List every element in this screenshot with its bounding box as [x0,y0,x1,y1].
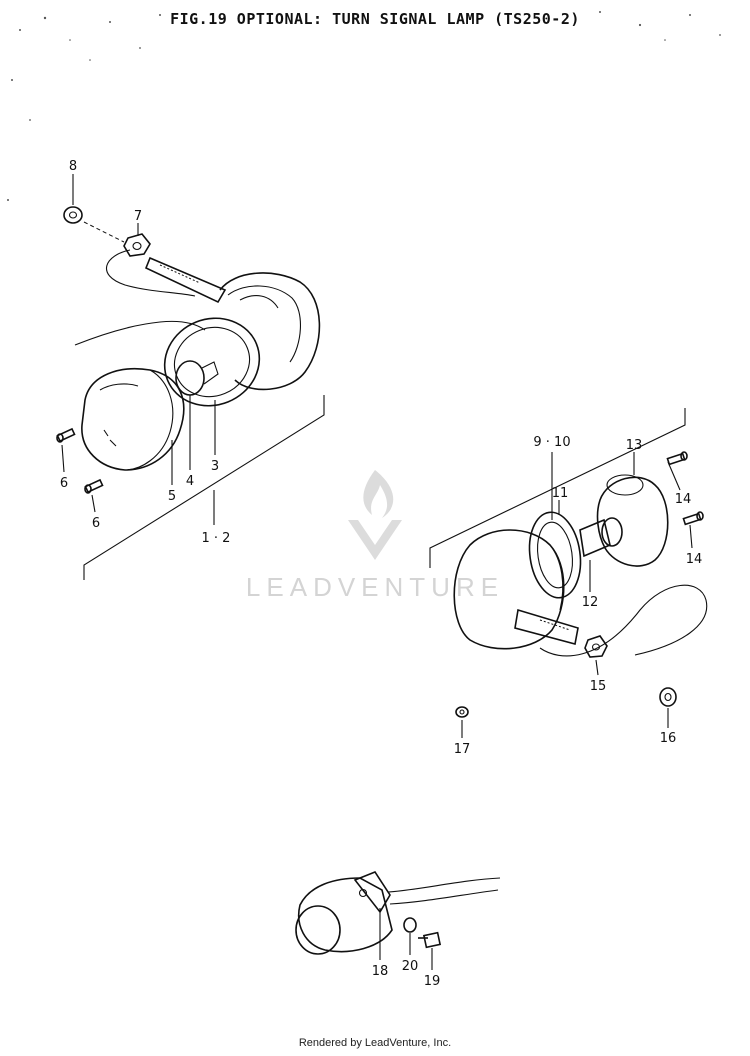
part-13-lens [596,476,669,567]
callout-12: 12 [582,595,599,610]
callout-7: 7 [134,209,142,224]
callout-15: 15 [590,679,607,694]
watermark-text: LEADVENTURE [246,572,504,602]
part-6-screw-upper [56,427,76,443]
callout-5: 5 [168,489,176,504]
flasher-relay-assembly [295,871,501,970]
part-11-gasket [528,511,582,599]
callout-4: 4 [186,474,194,489]
part-14-screw-lower [682,511,704,526]
part-16-washer [659,687,677,707]
callout-14-upper: 14 [675,492,692,507]
callout-6-lower: 6 [92,516,100,531]
lamp-assembly-right [429,408,708,738]
part-12-bulb [579,518,611,558]
callout-labels: 8 7 6 6 5 4 3 1 · 2 9 · 10 11 13 14 14 1… [60,159,702,989]
callout-17: 17 [454,742,471,757]
footer-credit: Rendered by LeadVenture, Inc. [298,1037,452,1049]
callout-13: 13 [626,438,643,453]
callout-14-lower: 14 [686,552,703,567]
part-19-bolt [418,931,442,949]
callout-18: 18 [372,964,389,979]
part-8-washer [63,206,83,224]
part-20-washer [403,917,417,933]
part-7-nut [123,233,151,257]
part-5-lens [81,368,185,471]
part-15-nut [584,635,608,658]
callout-1-2: 1 · 2 [202,531,231,546]
callout-20: 20 [402,959,419,974]
lamp-assembly-left [56,174,325,580]
figure-title: FIG.19 OPTIONAL: TURN SIGNAL LAMP (TS250… [170,10,580,28]
part-3-gasket [163,317,261,407]
scan-noise [7,11,721,201]
callout-16: 16 [660,731,677,746]
watermark: LEADVENTURE [246,470,504,602]
callout-9-10: 9 · 10 [533,435,570,450]
part-9-10-housing [453,529,565,650]
part-6-screw-lower [84,478,104,494]
callout-8: 8 [69,159,77,174]
part-18-relay [298,877,393,953]
callout-3: 3 [211,459,219,474]
part-14-screw-upper [666,451,688,466]
callout-11: 11 [552,486,569,501]
part-17-nut [455,706,469,718]
callout-6-upper: 6 [60,476,68,491]
callout-19: 19 [424,974,441,989]
